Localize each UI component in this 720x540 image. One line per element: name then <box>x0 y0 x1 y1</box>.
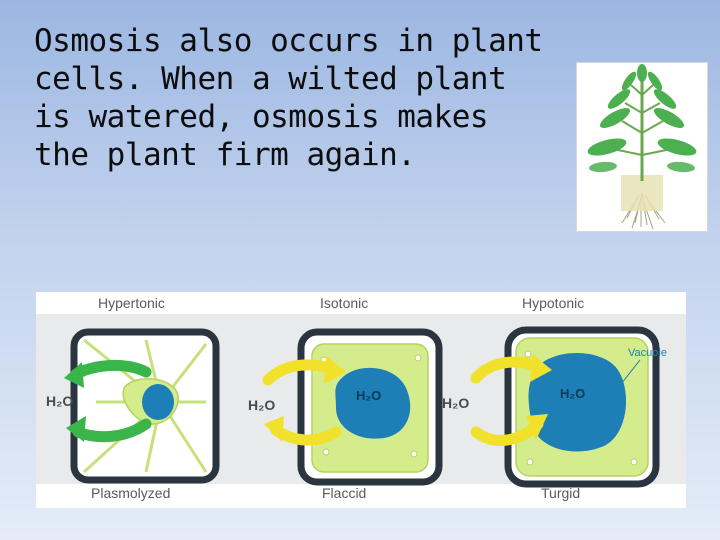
water-label-3: H₂O <box>442 395 469 411</box>
water-label-2: H₂O <box>248 397 275 413</box>
water-label-vacuole-3: H₂O <box>560 386 585 401</box>
vacuole-shrunken <box>142 384 174 420</box>
slide-text: Osmosis also occurs in plant cells. When… <box>34 22 594 174</box>
vacuole-label: Vacuole <box>628 347 667 359</box>
header-hypotonic: Hypotonic <box>522 295 584 311</box>
text-line-4: the plant firm again. <box>34 137 416 173</box>
potted-plant-icon <box>587 64 697 230</box>
vacuole-pointer <box>595 359 641 417</box>
plant-image <box>576 62 708 232</box>
osmosis-diagram: Hypertonic Isotonic Hypotonic Plasmolyze… <box>36 292 686 508</box>
water-label-vacuole-2: H₂O <box>356 388 381 403</box>
header-isotonic: Isotonic <box>320 295 368 311</box>
turgid-cell: H₂O Vacuole H₂O <box>442 326 667 488</box>
footer-flaccid: Flaccid <box>322 485 366 501</box>
text-line-1: Osmosis also occurs in plant <box>34 23 543 59</box>
plasmolyzed-cell: H₂O <box>46 328 220 484</box>
footer-turgid: Turgid <box>541 485 580 501</box>
header-hypertonic: Hypertonic <box>98 295 165 311</box>
water-label-1: H₂O <box>46 393 73 409</box>
text-line-3: is watered, osmosis makes <box>34 99 489 135</box>
footer-plasmolyzed: Plasmolyzed <box>91 485 170 501</box>
flaccid-cell: H₂O H₂O <box>248 328 443 486</box>
text-line-2: cells. When a wilted plant <box>34 61 507 97</box>
